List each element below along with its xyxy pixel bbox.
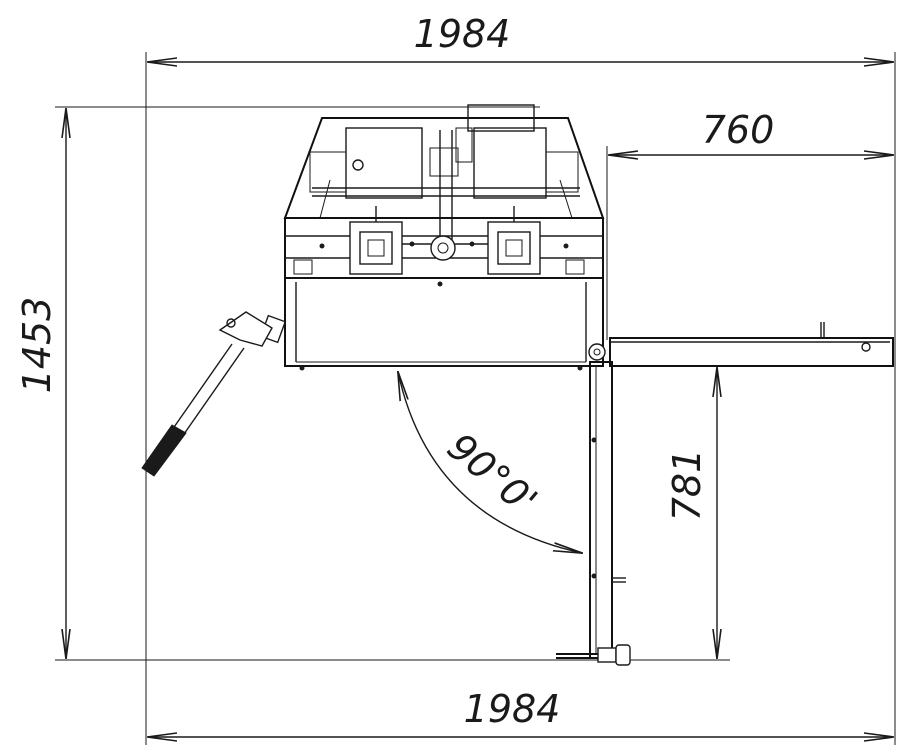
dimension-right-extension-label: 760 [702,108,775,152]
extension-arm [588,322,894,367]
machine-body [283,104,605,371]
dimension-bottom-width: 1984 [148,687,893,737]
dimension-left-height: 1453 [15,109,66,658]
dimension-top-width: 1984 [148,12,893,62]
side-fence [556,361,631,666]
dimension-right-height-label: 781 [665,449,709,522]
dimension-angle: 90°0' [398,372,582,553]
dimension-top-width-label: 1984 [414,12,511,56]
dimension-left-height-label: 1453 [15,297,59,394]
dimension-right-height: 781 [665,368,717,658]
dimension-right-extension: 760 [609,108,893,155]
dimension-bottom-width-label: 1984 [464,687,561,731]
lever-handle [141,311,287,477]
dimension-angle-label: 90°0' [439,424,545,523]
extension-lines [55,52,896,745]
